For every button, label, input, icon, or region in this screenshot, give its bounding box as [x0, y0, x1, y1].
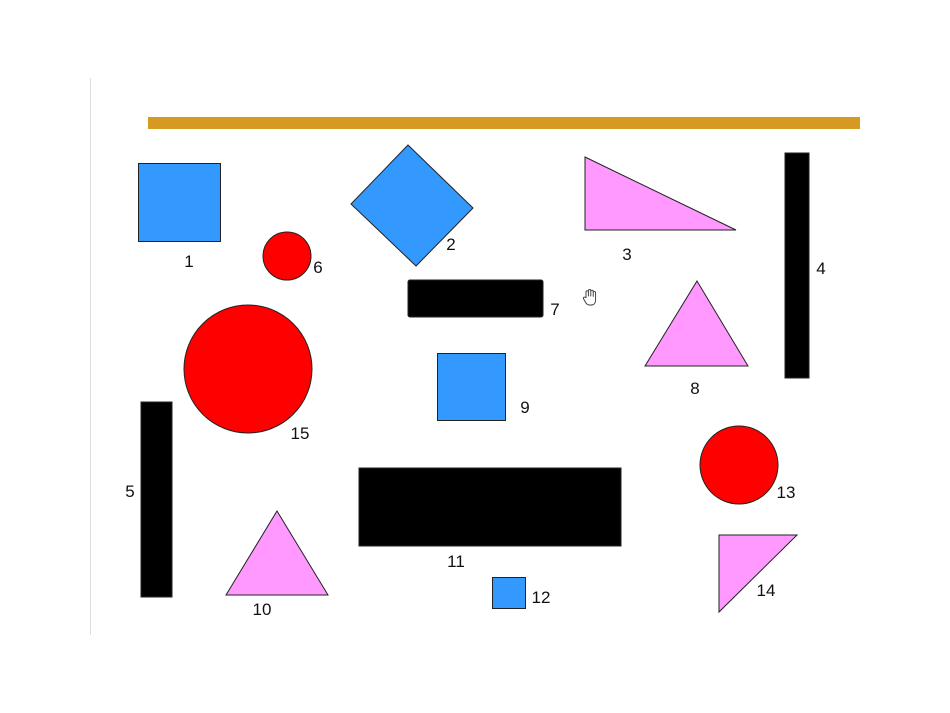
hand-cursor-icon: [582, 289, 597, 306]
shape-label-9: 9: [520, 398, 529, 417]
shape-label-1: 1: [184, 252, 193, 271]
shape-label-15: 15: [291, 424, 310, 443]
black-vertical-bar-4[interactable]: [784, 152, 810, 379]
shape-label-3: 3: [622, 245, 631, 264]
blue-diamond-2[interactable]: [350, 144, 474, 267]
red-circle-13[interactable]: [699, 425, 779, 505]
black-horizontal-bar-7[interactable]: [407, 279, 544, 318]
blue-square-12[interactable]: [492, 577, 526, 609]
shape-label-6: 6: [313, 258, 322, 277]
pink-triangle-10[interactable]: [225, 510, 329, 596]
pink-triangle-8[interactable]: [644, 280, 749, 367]
shape-label-14: 14: [757, 581, 776, 600]
red-circle-15[interactable]: [183, 304, 313, 434]
pink-right-triangle-3[interactable]: [584, 156, 737, 231]
pink-right-triangle-14[interactable]: [718, 534, 799, 614]
accent-bar: [148, 117, 860, 129]
red-circle-6[interactable]: [262, 231, 312, 281]
black-rectangle-11[interactable]: [358, 467, 622, 547]
blue-square-9[interactable]: [437, 353, 506, 421]
shape-label-4: 4: [816, 259, 825, 278]
shape-label-5: 5: [125, 482, 134, 501]
shape-label-10: 10: [253, 600, 272, 619]
shape-label-13: 13: [777, 483, 796, 502]
shape-label-2: 2: [446, 235, 455, 254]
shape-label-11: 11: [447, 552, 465, 571]
blue-square-1[interactable]: [138, 163, 221, 242]
black-vertical-bar-5[interactable]: [140, 401, 173, 598]
shape-label-7: 7: [550, 300, 559, 319]
shape-label-8: 8: [690, 379, 699, 398]
shape-label-12: 12: [532, 588, 551, 607]
